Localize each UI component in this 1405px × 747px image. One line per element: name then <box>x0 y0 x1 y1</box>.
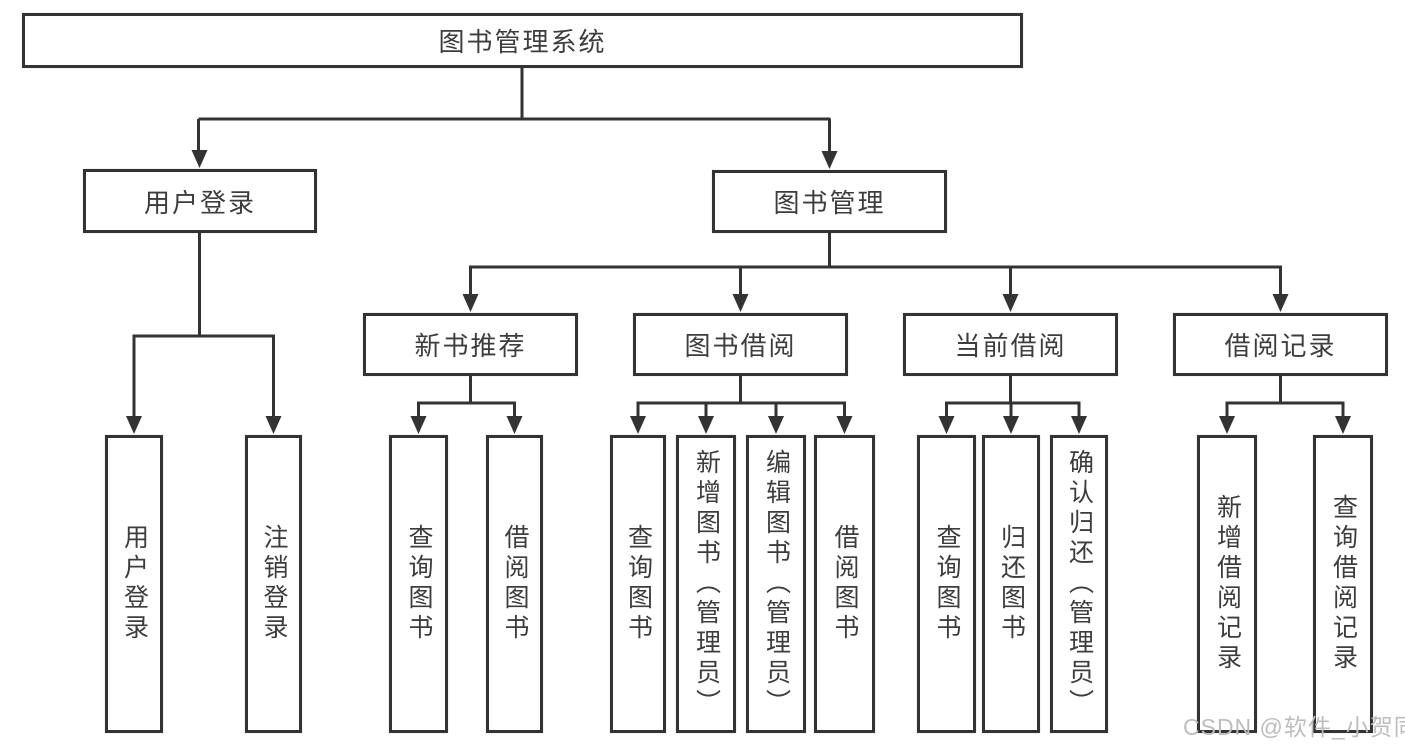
leaf-logout-label: 注销登录 <box>260 524 288 644</box>
leaf-edit-book-admin: 编辑图书（管理员） <box>746 435 806 733</box>
leaf-query-borrow-record: 查询借阅记录 <box>1313 435 1373 733</box>
node-borrowing-records-label: 借阅记录 <box>1224 331 1337 361</box>
node-root: 图书管理系统 <box>22 13 1023 68</box>
leaf-query-books-current: 查询图书 <box>917 435 976 733</box>
leaf-confirm-return-admin: 确认归还（管理员） <box>1050 435 1108 733</box>
leaf-query-books-current-label: 查询图书 <box>933 524 961 644</box>
leaf-add-book-admin: 新增图书（管理员） <box>676 435 736 733</box>
leaf-borrow-books: 借阅图书 <box>814 435 875 733</box>
connector-root-split <box>197 67 831 153</box>
watermark: CSDN @软件_小贺同学 <box>1183 714 1405 740</box>
node-book-management-label: 图书管理 <box>773 188 886 218</box>
node-root-label: 图书管理系统 <box>438 27 607 57</box>
leaf-add-book-admin-label: 新增图书（管理员） <box>692 449 721 719</box>
node-current-borrowing: 当前借阅 <box>903 313 1118 376</box>
leaf-query-books-recommend: 查询图书 <box>389 435 448 733</box>
node-book-management: 图书管理 <box>712 170 947 233</box>
leaf-query-borrow-record-label: 查询借阅记录 <box>1329 494 1358 674</box>
arrowheads <box>126 150 1351 434</box>
node-borrowing-records: 借阅记录 <box>1173 313 1388 376</box>
node-new-book-recommend-label: 新书推荐 <box>414 331 527 361</box>
leaf-edit-book-admin-label: 编辑图书（管理员） <box>762 449 791 719</box>
leaf-return-books-label: 归还图书 <box>997 524 1026 644</box>
node-user-login-label: 用户登录 <box>143 187 256 218</box>
leaf-query-books-borrowing: 查询图书 <box>610 435 666 733</box>
connector-mgmt-split <box>469 232 1282 296</box>
node-new-book-recommend: 新书推荐 <box>363 313 578 376</box>
leaf-borrow-books-label: 借阅图书 <box>831 524 859 644</box>
leaf-add-borrow-record-label: 新增借阅记录 <box>1213 494 1242 674</box>
node-book-borrowing-label: 图书借阅 <box>684 331 797 361</box>
leaf-return-books: 归还图书 <box>982 435 1040 733</box>
leaf-add-borrow-record: 新增借阅记录 <box>1197 435 1257 733</box>
leaf-user-login-label: 用户登录 <box>120 524 149 644</box>
leaf-borrow-books-recommend: 借阅图书 <box>486 435 543 733</box>
leaf-query-books-recommend-label: 查询图书 <box>405 524 433 644</box>
leaf-logout: 注销登录 <box>245 435 302 733</box>
node-user-login: 用户登录 <box>83 169 317 233</box>
leaf-query-books-borrowing-label: 查询图书 <box>624 524 653 644</box>
leaf-user-login: 用户登录 <box>105 435 163 733</box>
connector-login-split <box>132 232 275 418</box>
leaf-borrow-books-recommend-label: 借阅图书 <box>501 524 529 644</box>
node-current-borrowing-label: 当前借阅 <box>954 331 1067 361</box>
connector-section-splits <box>417 374 1345 418</box>
leaf-confirm-return-admin-label: 确认归还（管理员） <box>1065 449 1094 719</box>
node-book-borrowing: 图书借阅 <box>633 313 848 376</box>
